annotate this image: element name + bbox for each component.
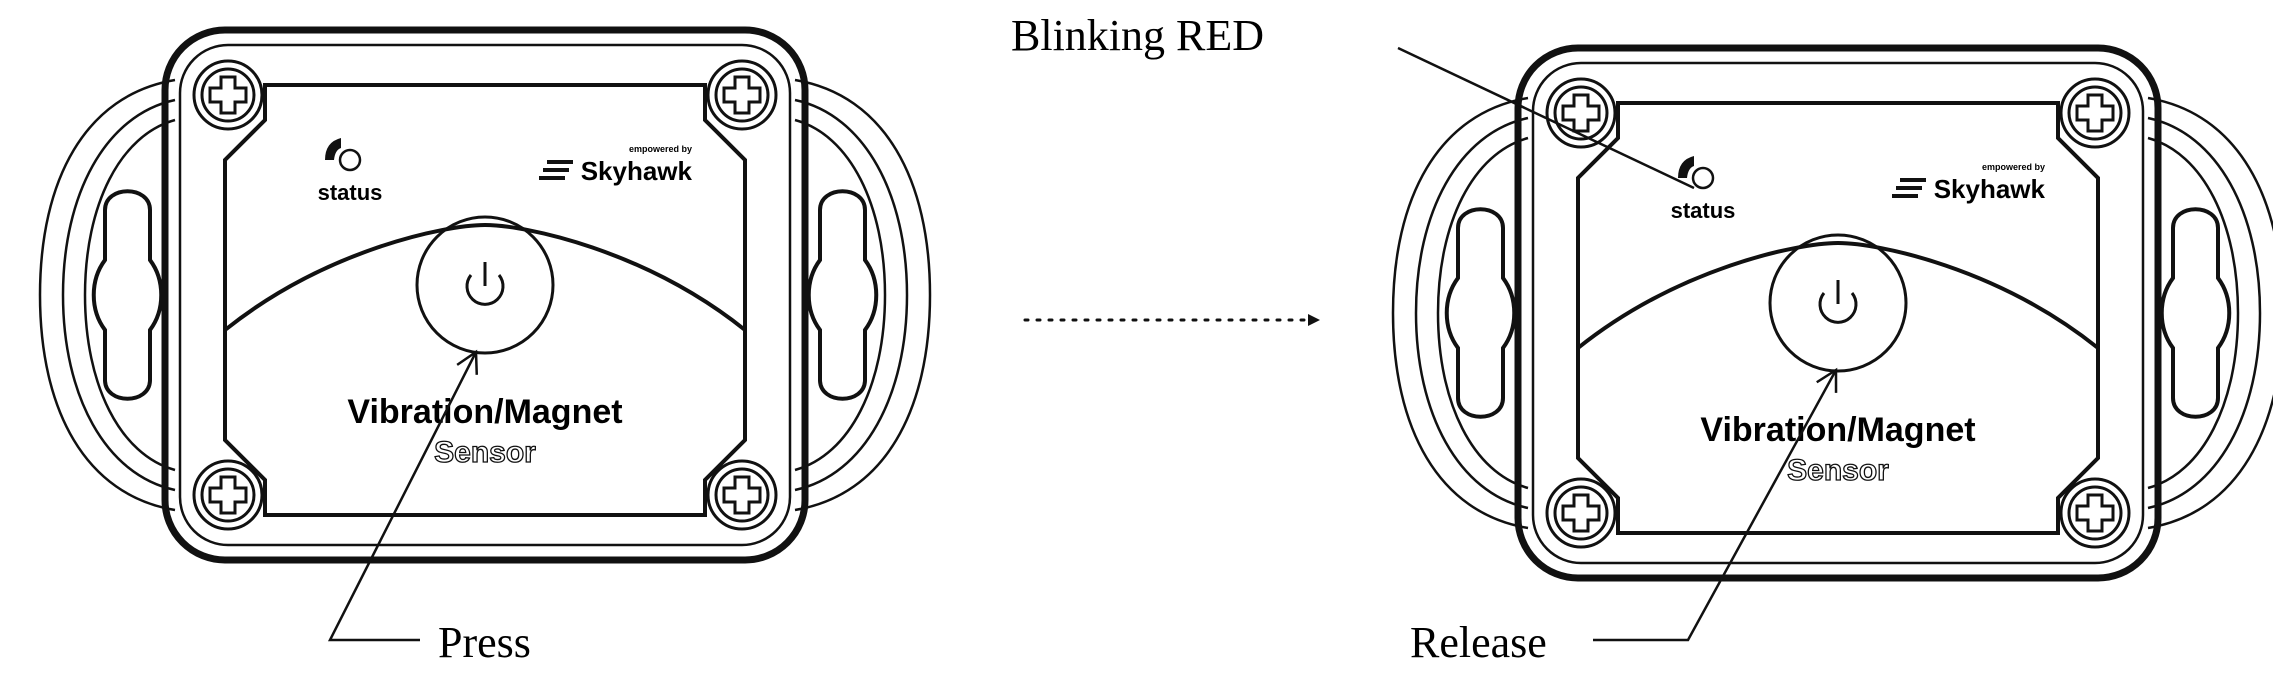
device-left: status empowered by Skyhawk Vibration/Ma… xyxy=(40,30,930,560)
device-subtitle-right: Sensor xyxy=(1787,454,1889,487)
release-leader-line xyxy=(1593,367,1838,642)
blinking-leader-line xyxy=(1397,46,1695,190)
device-title-right: Vibration/Magnet xyxy=(1700,411,1975,449)
status-label-left: status xyxy=(318,180,383,205)
brand-small-right: empowered by xyxy=(1982,162,2045,172)
device-subtitle-left: Sensor xyxy=(434,436,536,469)
press-leader-line xyxy=(327,349,479,642)
release-label: Release xyxy=(1410,618,1547,667)
brand-name-right: Skyhawk xyxy=(1934,174,2046,204)
brand-small-left: empowered by xyxy=(629,144,692,154)
device-title-left: Vibration/Magnet xyxy=(347,393,622,431)
brand-name-left: Skyhawk xyxy=(581,156,693,186)
blinking-red-label: Blinking RED xyxy=(1011,11,1264,60)
press-label: Press xyxy=(438,618,531,667)
status-label-right: status xyxy=(1671,198,1736,223)
device-right: status empowered by Skyhawk Vibration/Ma… xyxy=(1393,48,2273,578)
